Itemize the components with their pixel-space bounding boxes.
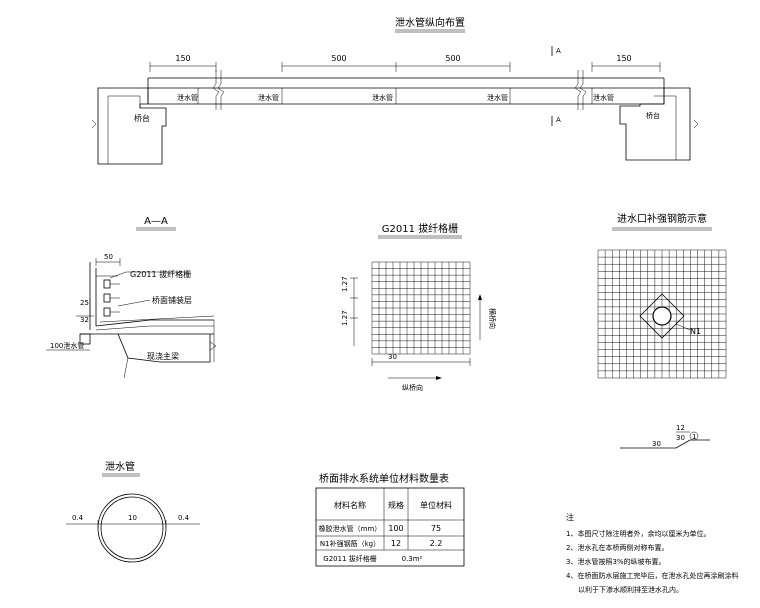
dimension-row: 150 500 500 150 [149,54,661,72]
td-r3-c2: 0.3m² [402,555,423,563]
th-unit: 单位材料 [420,500,452,510]
bridge-deck [147,70,665,110]
inlet-title: 进水口补强钢筋示意 [617,212,707,225]
dim-30: 30 [388,353,397,361]
grille-detail: G2011 拔纤格栅 1.27 1.27 30 纵桥向 横桥向 [341,222,497,392]
dim-50: 50 [104,253,113,261]
inlet-mesh [597,249,727,379]
pipe-outer [97,493,167,563]
pipe-dim-right: 0.4 [178,514,190,522]
td-r3-c1: G2011 拔纤格栅 [323,554,376,563]
pipe-dim-center: 10 [128,514,137,522]
dim-127-b: 1.27 [341,310,349,326]
td-r1-c2: 100 [388,524,403,533]
detail-12: 12 [676,424,685,432]
drain-pipe-marks: 泄水管 泄水管 泄水管 泄水管 泄水管 [177,88,614,104]
longitudinal-title: 泄水管纵向布置 [395,16,465,29]
abutment-label-left: 桥台 [134,113,150,123]
pipe-label-5: 泄水管 [593,93,614,102]
inlet-hole [652,306,672,326]
detail-num: 1 [692,433,696,441]
rebar-label: N1 [690,327,701,336]
abutment-label-right: 桥台 [646,111,660,120]
note-1: 1、本图尺寸除注明者外，余均以厘米为单位。 [566,529,710,538]
td-r2-c2: 12 [391,539,401,548]
grille-title: G2011 拔纤格栅 [382,222,458,235]
section-aa: A—A 50 25 32 G2011 拔纤格栅 桥面铺装层 [46,216,217,379]
label-main-girder: 现浇主梁 [147,351,179,361]
section-mark-bottom: A [556,116,561,124]
pipe-dim-left: 0.4 [72,514,84,522]
dim-127-a: 1.27 [341,276,349,292]
abutment-left: 桥台 [91,87,167,165]
inlet-detail: 进水口补强钢筋示意 N1 30 12 30 1 [597,212,727,449]
notes-title: 注 [566,512,574,522]
dim-150-left: 150 [175,54,190,63]
label-drain-pipe: 100泄水管 [50,341,84,350]
section-mark-top: A [556,47,561,55]
th-material: 材料名称 [334,500,366,510]
arrow-longitudinal: 纵桥向 [402,383,423,392]
td-r2-c3: 2.2 [430,539,443,548]
notes: 注 1、本图尺寸除注明者外，余均以厘米为单位。 2、泄水孔在本桥两侧对称布置。 … [566,512,738,594]
section-mark-a: A A [551,46,561,126]
td-r2-c1: N1补强钢筋（kg） [320,539,380,548]
detail-circle [689,431,699,441]
pipe-label-4: 泄水管 [487,93,508,102]
section-aa-title: A—A [144,216,168,227]
pipe-label-1: 泄水管 [177,93,198,102]
note-3: 3、泄水管按照3%的纵坡布置。 [566,557,666,566]
pipe-label-2: 泄水管 [258,93,279,102]
table-title: 桥面排水系统单位材料数量表 [319,472,449,485]
dim-25: 25 [80,299,89,307]
pipe-inner [100,496,164,560]
dim-32: 32 [80,316,89,324]
pipe-title: 泄水管 [105,460,135,473]
label-grille: G2011 拔纤格栅 [130,269,191,279]
quantity-table: 桥面排水系统单位材料数量表 材料名称 规格 单位材料 橡胶泄水管（mm） 100… [315,472,465,567]
dim-500-a: 500 [331,54,346,63]
label-deck-paving: 桥面铺装层 [152,295,192,305]
longitudinal-layout: 泄水管纵向布置 150 500 500 150 [91,16,699,165]
abutment-right: 桥台 [619,87,699,161]
detail-30: 30 [676,434,685,442]
dim-500-b: 500 [445,54,460,63]
pipe-section: 泄水管 0.4 10 0.4 [66,460,200,563]
note-4: 4、在桥面防水层施工完毕后，在泄水孔处应再涂刷涂料 [566,571,738,580]
pipe-label-3: 泄水管 [372,93,393,102]
td-r1-c1: 橡胶泄水管（mm） [319,524,382,533]
note-2: 2、泄水孔在本桥两侧对称布置。 [566,543,668,552]
note-4-cont: 以利于下渗水顺利排至泄水孔内。 [578,585,683,594]
detail-30-left: 30 [652,440,661,448]
td-r1-c3: 75 [431,524,441,533]
th-spec: 规格 [388,500,404,510]
grille-mesh [371,261,471,355]
dim-150-right: 150 [616,54,631,63]
arrow-transverse: 横桥向 [488,308,497,329]
